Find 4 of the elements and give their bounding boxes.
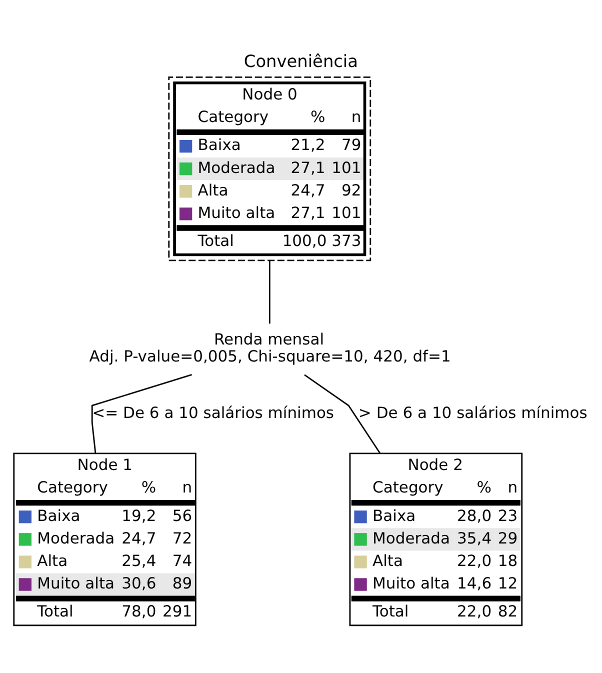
edge-label: <= De 6 a 10 salários mínimos <box>92 404 334 422</box>
node-text: Renda mensal Adj. P-value=0,005, Chi-square=10, 420, df=1 <box>89 330 451 366</box>
diagram-title: Conveniência <box>244 50 358 71</box>
edge-label: > De 6 a 10 salários mínimos <box>358 404 588 422</box>
